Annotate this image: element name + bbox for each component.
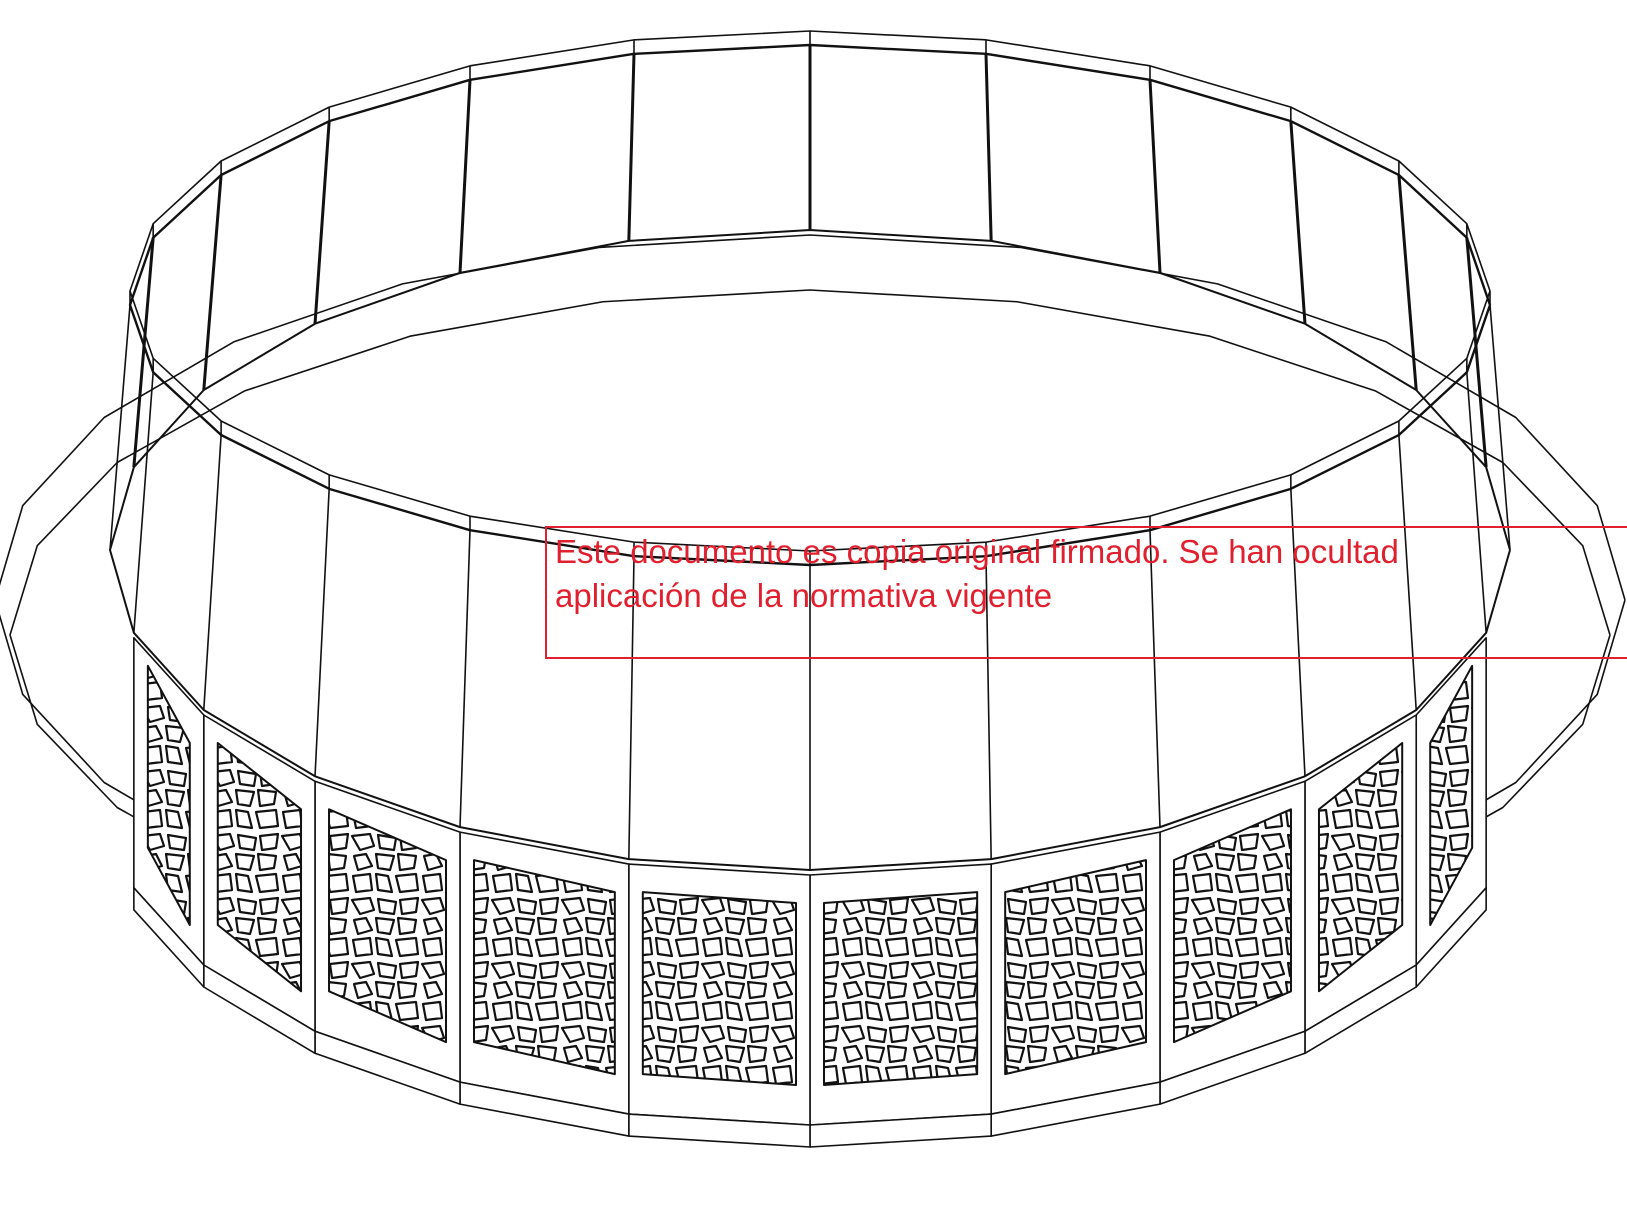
- wall-post: [985, 556, 992, 860]
- wall-post: [627, 53, 636, 241]
- wall-post: [628, 556, 635, 860]
- wall-post: [1465, 237, 1488, 468]
- front-panel-mosaic: [641, 891, 797, 1086]
- wall-post: [133, 372, 154, 633]
- wall-post: [132, 237, 155, 468]
- front-panel-mosaic: [823, 891, 979, 1086]
- front-panel-mosaic: [473, 859, 616, 1076]
- stamp-text-line-2: aplicación de la normativa vigente: [555, 577, 1053, 614]
- wall-post: [1466, 372, 1487, 633]
- front-panel-mosaic: [1317, 742, 1404, 993]
- wall-post: [459, 530, 471, 828]
- wall-post: [109, 304, 131, 551]
- front-panel-mosaic: [146, 664, 191, 926]
- wall-post: [1290, 488, 1306, 777]
- front-panel-plinth: [133, 887, 205, 988]
- wall-post: [202, 434, 222, 711]
- wall-post: [1398, 434, 1418, 711]
- redaction-notice-stamp: Este documento es copia original firmado…: [545, 526, 1627, 659]
- wall-post: [984, 53, 993, 241]
- wall-post: [1148, 79, 1162, 273]
- wall-post: [1397, 174, 1418, 391]
- wall-post: [313, 121, 331, 324]
- front-panel-mosaic: [328, 808, 447, 1044]
- front-panel-mosaic: [216, 742, 303, 993]
- wall-post: [1149, 530, 1161, 828]
- stamp-text-line-1: Este documento es copia original firmado…: [555, 533, 1399, 570]
- wall-post: [1289, 121, 1307, 324]
- front-panel-mosaic: [1173, 808, 1292, 1044]
- wall-post: [202, 174, 223, 391]
- front-panel-mosaic: [1004, 859, 1147, 1076]
- wall-post: [314, 488, 330, 777]
- front-panel-mosaic: [1429, 664, 1474, 926]
- wall-post: [458, 79, 472, 273]
- wall-post: [1489, 304, 1511, 551]
